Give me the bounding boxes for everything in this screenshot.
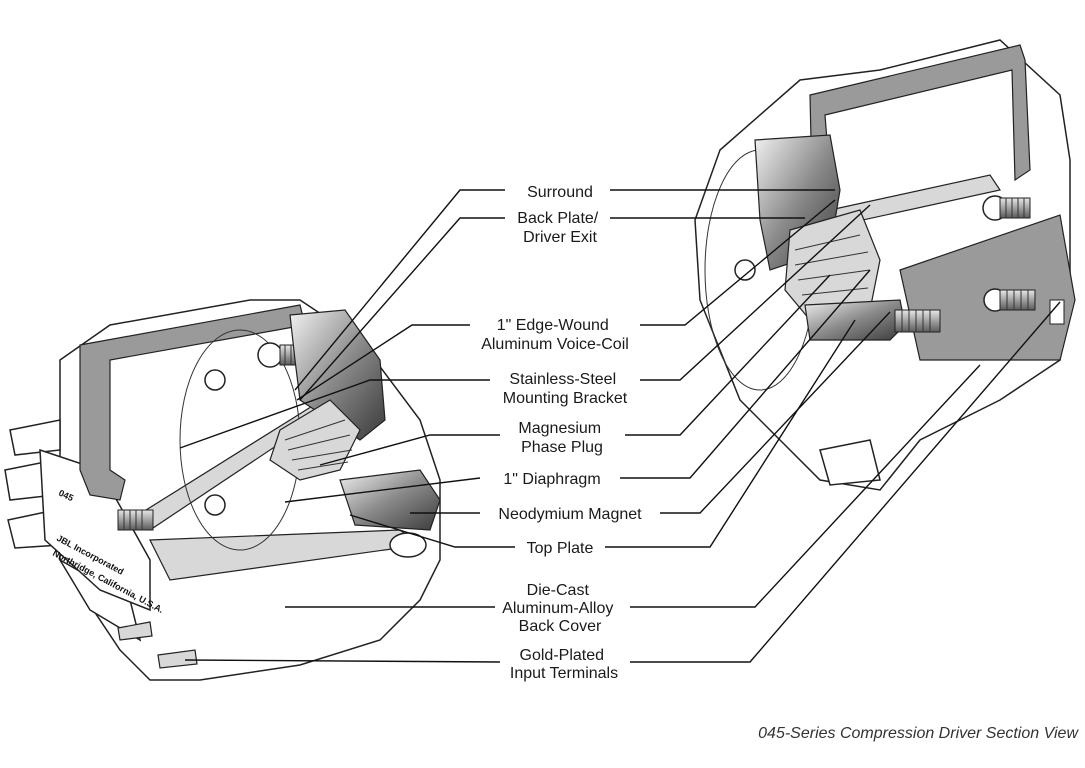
leader-bracket-right (640, 204, 871, 381)
callout-labels: Surround Back Plate/ Driver Exit 1" Edge… (481, 184, 642, 682)
left-phase-plug-slots (284, 419, 353, 471)
label-back-plate: Back Plate/ Driver Exit (517, 210, 602, 246)
right-mount-lug (819, 439, 881, 486)
left-top-plate-section (289, 309, 386, 441)
left-screw-hole-2 (204, 494, 226, 516)
left-terminal-2 (157, 649, 198, 669)
leader-voice-coil-left (296, 324, 470, 401)
leader-top-plate-left (349, 514, 515, 548)
label-diaphragm: 1" Diaphragm (503, 471, 600, 488)
leader-diaphragm-right (620, 269, 871, 479)
label-voice-coil: 1" Edge-Wound Aluminum Voice-Coil (481, 317, 629, 353)
figure-caption: 045-Series Compression Driver Section Vi… (758, 725, 1079, 742)
right-screw-mid (894, 309, 941, 333)
leader-surround-left (294, 189, 505, 391)
label-phase-plug: Magnesium Phase Plug (518, 420, 605, 456)
left-screw-bottom (117, 509, 154, 531)
leader-phase-plug-right (625, 274, 831, 436)
label-mounting-bracket: Stainless-Steel Mounting Bracket (503, 371, 628, 407)
left-terminal-1 (117, 621, 153, 641)
right-terminal-slot (1049, 299, 1065, 325)
label-surround: Surround (527, 184, 593, 201)
leader-magnet-right (660, 311, 891, 514)
label-magnet: Neodymium Magnet (498, 506, 642, 523)
left-screw-hole-1 (204, 369, 226, 391)
leader-terminals-right (630, 301, 1061, 663)
label-terminals: Gold-Plated Input Terminals (510, 647, 618, 682)
left-magnet-section (339, 469, 441, 531)
leader-lines (179, 189, 1061, 663)
right-screw-side (983, 288, 1036, 312)
right-screw-hole (734, 259, 756, 281)
leader-back-cover-right (630, 364, 981, 608)
label-top-plate: Top Plate (527, 540, 594, 557)
leader-back-plate-left (299, 217, 505, 401)
label-back-cover: Die-Cast Aluminum-Alloy Back Cover (502, 582, 618, 635)
left-fin-1 (9, 419, 61, 456)
leader-diaphragm-left (284, 477, 481, 503)
right-screw-top (982, 195, 1031, 221)
right-driver-illustration (694, 39, 1076, 491)
leader-bracket-left (179, 379, 490, 449)
leader-phase-plug-left (319, 434, 500, 466)
right-phase-plug-slots (794, 234, 871, 296)
right-side-plate (899, 214, 1076, 361)
leader-voice-coil-right (640, 199, 836, 326)
left-driver-illustration: 045 JBL Incorporated Northridge, Califor… (4, 299, 441, 681)
leader-top-plate-right (605, 319, 856, 548)
leader-terminals-left (184, 659, 501, 663)
